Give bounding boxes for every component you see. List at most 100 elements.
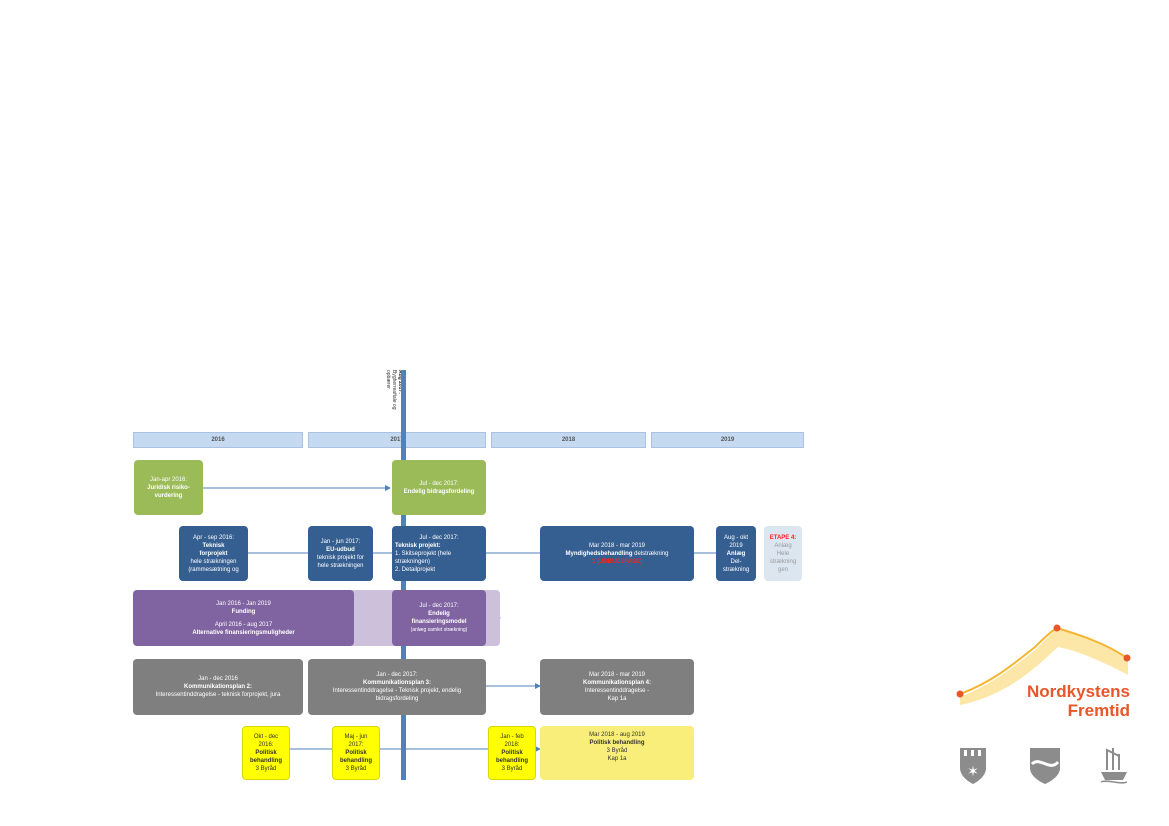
bidrag-date: Jul - dec 2017: bbox=[419, 480, 459, 487]
teknisk-forprojekt-box: Apr - sep 2016: Teknisk forprojekt hele … bbox=[179, 526, 248, 581]
komm3-date: Jan - dec 2017: bbox=[376, 672, 418, 678]
juridisk-title-2: vurdering bbox=[154, 492, 183, 499]
pol2-desc: 3 Byråd bbox=[345, 766, 367, 772]
forprojekt-title: Teknisk bbox=[202, 542, 225, 549]
komm4-title: Kommunikationsplan 4: bbox=[582, 680, 651, 686]
pol3-date-2: 2018: bbox=[504, 742, 520, 748]
anlaeg-date: Aug - okt bbox=[723, 534, 748, 541]
bidrag-title: Endelig bidragsfordeling bbox=[403, 488, 475, 495]
pol2-title: Politisk bbox=[345, 750, 367, 756]
etape-title: ETAPE 4: bbox=[769, 534, 797, 541]
anlaeg-title: Anlæg bbox=[726, 550, 746, 557]
pol1-desc: 3 Byråd bbox=[255, 766, 277, 772]
pol1-title-2: behandling bbox=[250, 758, 282, 764]
pol3-title: Politisk bbox=[501, 750, 523, 756]
eu-udbud-desc-2: hele strækningen bbox=[317, 562, 364, 569]
juridisk-title: Juridisk risiko- bbox=[147, 484, 190, 491]
finans-date: Jul - dec 2017: bbox=[419, 603, 459, 609]
forprojekt-title-2: forprojekt bbox=[199, 550, 228, 557]
komm4-desc: Interessentinddragelse - bbox=[584, 688, 650, 694]
politisk-box-2: Maj - jun 2017: Politisk behandling 3 By… bbox=[332, 726, 380, 780]
eu-udbud-date: Jan - jun 2017: bbox=[320, 538, 361, 545]
myndighed-desc: delstrækning bbox=[634, 550, 669, 557]
anlaeg-box: Aug - okt 2019 Anlæg Del- strækning bbox=[716, 526, 756, 581]
year-2016: 2016 bbox=[133, 432, 303, 448]
myndighed-title: Myndighedsbehandling bbox=[565, 550, 633, 557]
year-2018: 2018 bbox=[491, 432, 646, 448]
eu-udbud-box: Jan - jun 2017: EU-udbud teknisk projekt… bbox=[308, 526, 373, 581]
pol2-date: Maj - jun bbox=[344, 734, 368, 740]
bidrag-box: Jul - dec 2017: Endelig bidragsfordeling bbox=[392, 460, 486, 515]
forprojekt-desc: hele strækningen bbox=[190, 558, 237, 565]
teknisk-projekt-date: Jul - dec 2017: bbox=[419, 534, 459, 541]
etape-desc-3: strækning bbox=[769, 558, 797, 565]
pol3-date: Jan - feb bbox=[500, 734, 524, 740]
funding-date-2: April 2016 - aug 2017 bbox=[214, 621, 273, 628]
teknisk-projekt-step-1: 1. Skitseprojekt (hele bbox=[395, 550, 452, 557]
komm3-desc-2: bidragsfordeling bbox=[375, 696, 419, 702]
juridisk-box: Jan-apr 2016: Juridisk risiko- vurdering bbox=[134, 460, 203, 515]
teknisk-projekt-step-2: 2. Detailprojekt bbox=[395, 566, 436, 573]
komm3-title: Kommunikationsplan 3: bbox=[362, 680, 431, 686]
juridisk-date: Jan-apr 2016: bbox=[149, 476, 188, 483]
myndighed-date: Mar 2018 - mar 2019 bbox=[588, 542, 646, 549]
finans-desc: (anlæg samlet strækning) bbox=[410, 627, 468, 633]
logo-line-1: Nordkystens bbox=[1027, 682, 1130, 701]
pol1-date-2: 2016: bbox=[258, 742, 274, 748]
logo-text: Nordkystens Fremtid bbox=[990, 682, 1130, 720]
funding-title: Funding bbox=[231, 608, 256, 615]
crest-3-icon bbox=[1100, 748, 1128, 784]
pol4-date: Mar 2018 - aug 2019 bbox=[589, 732, 645, 738]
pol3-title-2: behandling bbox=[496, 758, 528, 764]
crest-2-icon bbox=[1030, 748, 1060, 784]
funding-title-2: Alternative finansieringsmuligheder bbox=[192, 629, 295, 636]
komm4-desc-2: Kap 1a bbox=[607, 696, 627, 702]
pol3-desc: 3 Byråd bbox=[501, 766, 523, 772]
komm3-box: Jan - dec 2017: Kommunikationsplan 3: In… bbox=[308, 659, 486, 715]
etape-box: ETAPE 4: Anlæg Hele strækning gen bbox=[764, 526, 802, 581]
politisk-box-4: Mar 2018 - aug 2019 Politisk behandling … bbox=[540, 726, 694, 780]
komm3-desc: Interessentinddragelse - Teknisk projekt… bbox=[332, 688, 462, 694]
etape-desc-2: Hele bbox=[776, 550, 790, 557]
teknisk-projekt-title: Teknisk projekt: bbox=[395, 542, 441, 549]
pol4-desc: 3 Byråd bbox=[606, 748, 628, 754]
year-2017: 2017 bbox=[308, 432, 486, 448]
anlaeg-desc-2: strækning bbox=[722, 566, 750, 573]
pol2-date-2: 2017: bbox=[348, 742, 364, 748]
logo-line-2: Fremtid bbox=[1067, 701, 1130, 720]
myndighed-highlight: 1 (UDBUDSFASE) bbox=[591, 558, 643, 565]
etape-desc-4: gen bbox=[777, 566, 788, 573]
etape-desc: Anlæg bbox=[774, 542, 792, 549]
anlaeg-desc: Del- bbox=[730, 558, 742, 565]
finans-title: Endelig bbox=[428, 611, 450, 617]
pol4-desc-2: Kap 1a bbox=[607, 756, 627, 762]
pol1-title: Politisk bbox=[255, 750, 277, 756]
forprojekt-desc-2: (rammesætning og bbox=[188, 566, 239, 573]
year-2019: 2019 bbox=[651, 432, 804, 448]
politisk-box-3: Jan - feb 2018: Politisk behandling 3 By… bbox=[488, 726, 536, 780]
svg-text:✶: ✶ bbox=[967, 764, 979, 780]
komm4-date: Mar 2018 - mar 2019 bbox=[588, 672, 646, 678]
anlaeg-year: 2019 bbox=[729, 542, 743, 549]
pol4-title: Politisk behandling bbox=[589, 740, 645, 746]
politisk-box-1: Okt - dec 2016: Politisk behandling 3 By… bbox=[242, 726, 290, 780]
pol1-date: Okt - dec bbox=[253, 734, 279, 740]
funding-box: Jan 2016 - Jan 2019 Funding April 2016 -… bbox=[133, 590, 354, 646]
myndighed-box: Mar 2018 - mar 2019 Myndighedsbehandling… bbox=[540, 526, 694, 581]
eu-udbud-desc: teknisk projekt for bbox=[316, 554, 365, 561]
hill-logo-icon bbox=[956, 624, 1131, 705]
komm2-desc: Interessentinddragelse - teknisk forproj… bbox=[155, 692, 281, 698]
komm4-box: Mar 2018 - mar 2019 Kommunikationsplan 4… bbox=[540, 659, 694, 715]
teknisk-projekt-step-1b: strækningen) bbox=[395, 558, 431, 565]
crest-1-icon: ✶ bbox=[960, 748, 986, 784]
eu-udbud-title: EU-udbud bbox=[326, 546, 355, 553]
pol2-title-2: behandling bbox=[340, 758, 372, 764]
forprojekt-date: Apr - sep 2016: bbox=[192, 534, 235, 541]
finans-title-2: finansieringsmodel bbox=[411, 619, 467, 625]
funding-date: Jan 2016 - Jan 2019 bbox=[216, 600, 271, 607]
finans-box: Jul - dec 2017: Endelig finansieringsmod… bbox=[392, 590, 486, 646]
komm2-title: Kommunikationsplan 2: bbox=[183, 684, 252, 690]
teknisk-projekt-box: Jul - dec 2017: Teknisk projekt: 1. Skit… bbox=[392, 526, 486, 581]
komm2-box: Jan - dec 2016 Kommunikationsplan 2: Int… bbox=[133, 659, 303, 715]
komm2-date: Jan - dec 2016 bbox=[198, 676, 238, 682]
